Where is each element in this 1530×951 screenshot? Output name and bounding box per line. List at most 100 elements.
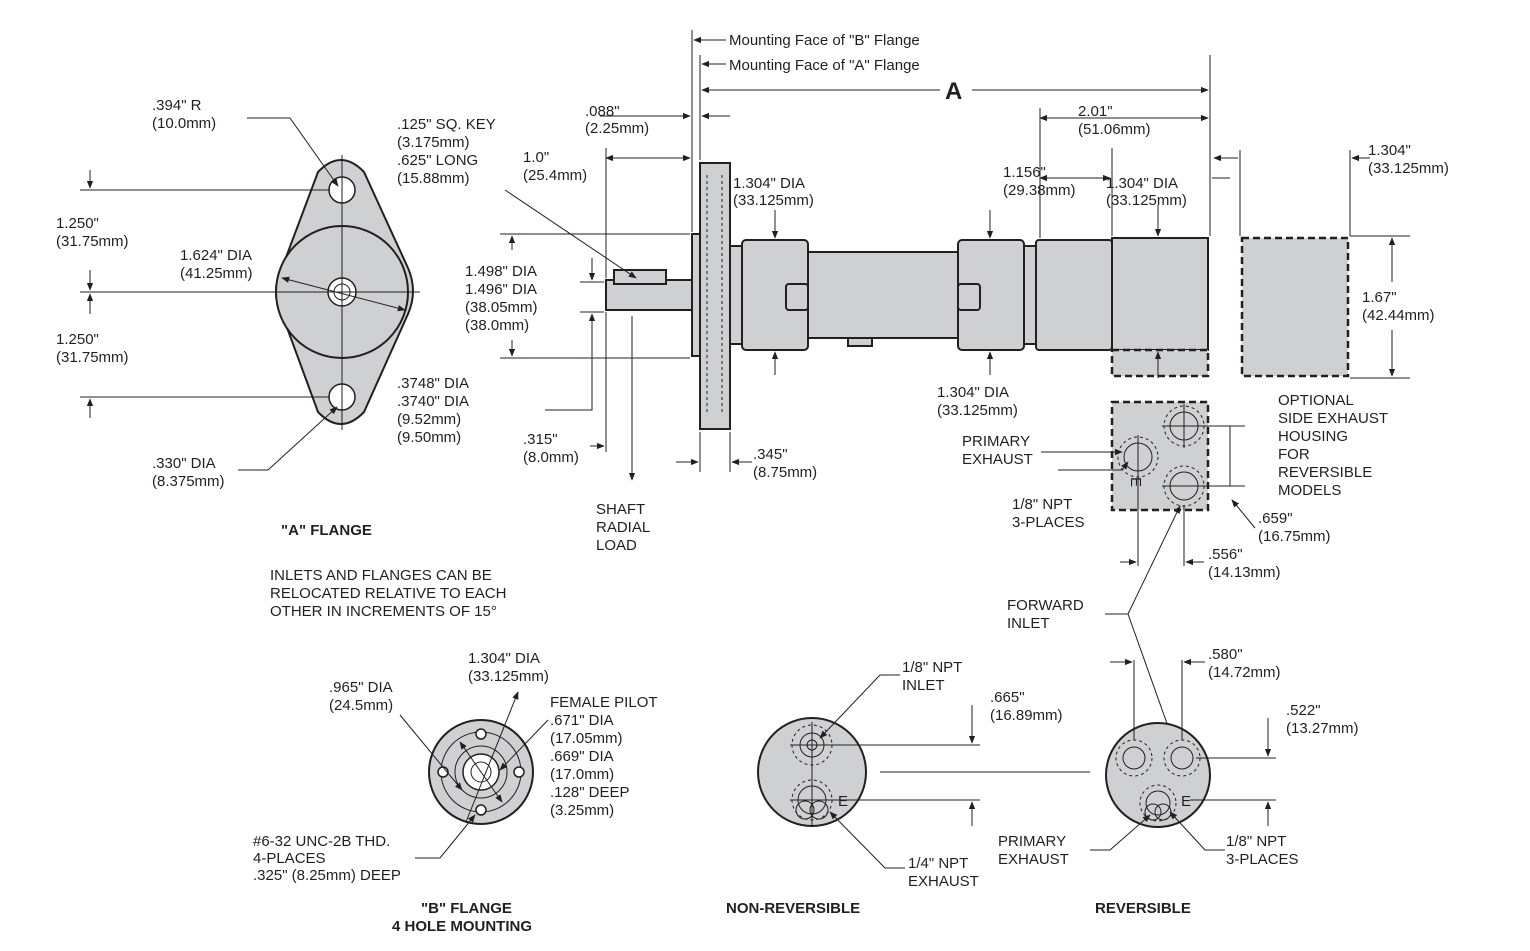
title-reversible: REVERSIBLE <box>1095 900 1191 917</box>
label-optional: FOR <box>1278 446 1310 463</box>
label-shaft: 1.498" DIA <box>465 263 537 280</box>
label-key: .125" SQ. KEY <box>397 116 496 133</box>
label-r394-mm: (10.0mm) <box>152 115 216 132</box>
label-345-mm: (8.75mm) <box>753 464 817 481</box>
label-pilot: .669" DIA <box>550 748 614 765</box>
reversible-view <box>1090 658 1276 851</box>
label-forward-inlet: FORWARD <box>1007 597 1084 614</box>
label-315: .315" <box>523 431 558 448</box>
label-dim-a: A <box>945 78 962 105</box>
label-330-mm: (8.375mm) <box>152 473 225 490</box>
label-pilot: FEMALE PILOT <box>550 694 658 711</box>
label-1304e-mm: (33.125mm) <box>468 668 549 685</box>
label-optional: OPTIONAL <box>1278 392 1354 409</box>
label-522-mm: (13.27mm) <box>1286 720 1359 737</box>
label-load: LOAD <box>596 537 637 554</box>
label-1156: 1.156" <box>1003 164 1046 181</box>
label-315-mm: (8.0mm) <box>523 449 579 466</box>
label-1624-mm: (41.25mm) <box>180 265 253 282</box>
label-1250a-mm: (31.75mm) <box>56 233 129 250</box>
label-exhaust: EXHAUST <box>908 873 979 890</box>
label-556-mm: (14.13mm) <box>1208 564 1281 581</box>
label-e-nonrev: E <box>838 793 848 810</box>
label-10-mm: (25.4mm) <box>523 167 587 184</box>
label-thd: .325" (8.25mm) DEEP <box>253 867 401 884</box>
label-665-mm: (16.89mm) <box>990 707 1063 724</box>
label-exhaust: 1/4" NPT <box>908 855 968 872</box>
a-flange-view <box>80 117 420 471</box>
label-1304a-mm: (33.125mm) <box>733 192 814 209</box>
label-088: .088" <box>585 103 620 120</box>
label-key: .625" LONG <box>397 152 478 169</box>
label-556: .556" <box>1208 546 1243 563</box>
label-1250b: 1.250" <box>56 331 99 348</box>
label-primary: PRIMARY <box>962 433 1030 450</box>
label-665: .665" <box>990 689 1025 706</box>
label-inlet: 1/8" NPT <box>902 659 962 676</box>
label-thd: 4-PLACES <box>253 850 326 867</box>
label-1304d-mm: (33.125mm) <box>937 402 1018 419</box>
label-pilot: (17.05mm) <box>550 730 623 747</box>
label-965-mm: (24.5mm) <box>329 697 393 714</box>
b-flange-view <box>399 691 549 859</box>
label-201: 2.01" <box>1078 103 1113 120</box>
label-10: 1.0" <box>523 149 549 166</box>
label-forward-inlet: INLET <box>1007 615 1050 632</box>
label-shaft: (38.05mm) <box>465 299 538 316</box>
label-primary2: EXHAUST <box>998 851 1069 868</box>
label-load: SHAFT <box>596 501 645 518</box>
label-3748: (9.50mm) <box>397 429 461 446</box>
label-201-mm: (51.06mm) <box>1078 121 1151 138</box>
label-pilot: .128" DEEP <box>550 784 630 801</box>
label-1304b: 1.304" DIA <box>1106 175 1178 192</box>
label-r394: .394" R <box>152 97 202 114</box>
label-optional: HOUSING <box>1278 428 1348 445</box>
label-167: 1.67" <box>1362 289 1397 306</box>
label-shaft: 1.496" DIA <box>465 281 537 298</box>
label-1304c: 1.304" <box>1368 142 1411 159</box>
label-pilot: (17.0mm) <box>550 766 614 783</box>
title-b-flange-sub: 4 HOLE MOUNTING <box>392 918 532 935</box>
label-659-mm: (16.75mm) <box>1258 528 1331 545</box>
label-optional: MODELS <box>1278 482 1341 499</box>
non-reversible-view <box>757 674 1090 869</box>
label-965: .965" DIA <box>329 679 393 696</box>
label-shaft: (38.0mm) <box>465 317 529 334</box>
label-mount-b: Mounting Face of "B" Flange <box>729 32 920 49</box>
label-npt3b: 3-PLACES <box>1226 851 1299 868</box>
label-580-mm: (14.72mm) <box>1208 664 1281 681</box>
label-pilot: .671" DIA <box>550 712 614 729</box>
label-load: RADIAL <box>596 519 650 536</box>
label-npt3: 3-PLACES <box>1012 514 1085 531</box>
label-580: .580" <box>1208 646 1243 663</box>
label-inlet: INLET <box>902 677 945 694</box>
label-1304b-mm: (33.125mm) <box>1106 192 1187 209</box>
label-primary2: PRIMARY <box>998 833 1066 850</box>
title-b-flange: "B" FLANGE <box>421 900 512 917</box>
label-npt3: 1/8" NPT <box>1012 496 1072 513</box>
dimension-labels: Mounting Face of "B" Flange Mounting Fac… <box>56 32 1449 935</box>
label-pilot: (3.25mm) <box>550 802 614 819</box>
label-1304a: 1.304" DIA <box>733 175 805 192</box>
note-relocate: OTHER IN INCREMENTS OF 15° <box>270 603 497 620</box>
label-e-rev: E <box>1181 793 1191 810</box>
motor-side-view <box>500 30 1410 481</box>
note-relocate: INLETS AND FLANGES CAN BE <box>270 567 492 584</box>
title-non-reversible: NON-REVERSIBLE <box>726 900 860 917</box>
label-e-side: E <box>1127 477 1144 487</box>
label-primary: EXHAUST <box>962 451 1033 468</box>
side-exhaust-housing <box>1041 400 1256 761</box>
label-thd: #6-32 UNC-2B THD. <box>253 833 390 850</box>
label-1304c-mm: (33.125mm) <box>1368 160 1449 177</box>
label-659: .659" <box>1258 510 1293 527</box>
label-345: .345" <box>753 446 788 463</box>
label-key: (15.88mm) <box>397 170 470 187</box>
label-088-mm: (2.25mm) <box>585 120 649 137</box>
label-1304e: 1.304" DIA <box>468 650 540 667</box>
label-npt3b: 1/8" NPT <box>1226 833 1286 850</box>
label-key: (3.175mm) <box>397 134 470 151</box>
title-a-flange: "A" FLANGE <box>281 522 372 539</box>
label-1304d: 1.304" DIA <box>937 384 1009 401</box>
label-330: .330" DIA <box>152 455 216 472</box>
